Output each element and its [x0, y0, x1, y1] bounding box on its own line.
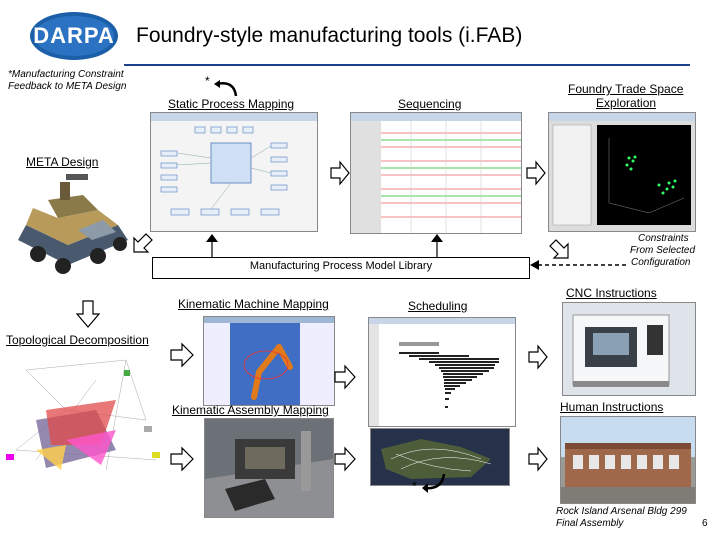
scheduling-image: [368, 317, 516, 427]
topological-graph-image: [6, 350, 162, 480]
arrow-right-icon: [334, 446, 356, 472]
slide-title: Foundry-style manufacturing tools (i.FAB…: [136, 24, 523, 47]
label-sequencing: Sequencing: [398, 97, 462, 111]
feedback-note-line1: *Manufacturing Constraint: [8, 69, 124, 80]
kinematic-assembly-image: [204, 418, 334, 518]
cnc-machine-photo: [562, 302, 696, 396]
arrow-right-icon: [334, 364, 356, 390]
curved-arrow-icon: [214, 80, 238, 97]
arrow-up-icon: [431, 234, 443, 258]
label-static-process-mapping: Static Process Mapping: [168, 97, 295, 111]
label-foundry-line1: Foundry Trade Space: [568, 82, 684, 96]
label-topological-decomposition: Topological Decomposition: [6, 333, 149, 347]
dashed-arrow-icon: [530, 260, 628, 270]
arrow-right-icon: [330, 160, 350, 186]
darpa-logo-text: DARPA: [33, 23, 115, 48]
arrow-right-icon: [528, 446, 548, 472]
constraints-line2: From Selected: [630, 245, 696, 256]
kinematic-machine-image: [203, 316, 335, 406]
label-process-model-library: Manufacturing Process Model Library: [249, 260, 433, 272]
feedback-note-line2: Feedback to META Design: [8, 81, 127, 92]
asterisk-top: *: [205, 74, 210, 88]
constraints-line3: Configuration: [631, 257, 691, 268]
arrow-up-icon: [206, 234, 218, 258]
arrow-diagonal-icon: [549, 239, 569, 259]
darpa-logo: DARPA: [28, 10, 120, 62]
arrow-down-icon: [76, 300, 100, 328]
static-process-mapping-image: [150, 112, 318, 232]
assembly-building-photo: [560, 416, 696, 504]
arrow-diagonal-icon: [133, 233, 153, 253]
label-kinematic-assembly-mapping: Kinematic Assembly Mapping: [172, 403, 329, 417]
curved-arrow-icon: [422, 473, 446, 493]
rock-island-line2: Final Assembly: [556, 518, 624, 529]
label-foundry-line2: Exploration: [596, 96, 657, 110]
title-rule: [124, 64, 690, 66]
meta-design-vehicle-image: [8, 170, 136, 282]
arrow-right-icon: [526, 160, 546, 186]
rock-island-line1: Rock Island Arsenal Bldg 299: [556, 506, 687, 517]
arrow-right-icon: [170, 342, 194, 368]
label-scheduling: Scheduling: [408, 299, 468, 313]
label-human-instructions: Human Instructions: [560, 400, 664, 414]
label-kinematic-machine-mapping: Kinematic Machine Mapping: [178, 297, 329, 311]
foundry-trade-space-image: [548, 112, 696, 232]
constraints-line1: Constraints: [638, 233, 689, 244]
arrow-right-icon: [170, 446, 194, 472]
arrow-right-icon: [528, 344, 548, 370]
asterisk-bottom: *: [412, 479, 417, 493]
label-cnc-instructions: CNC Instructions: [566, 286, 657, 300]
process-model-library-box: [152, 257, 530, 279]
sequencing-image: [350, 112, 522, 234]
logistics-map-image: [370, 428, 510, 486]
label-meta-design: META Design: [26, 155, 99, 169]
page-number: 6: [702, 518, 708, 529]
